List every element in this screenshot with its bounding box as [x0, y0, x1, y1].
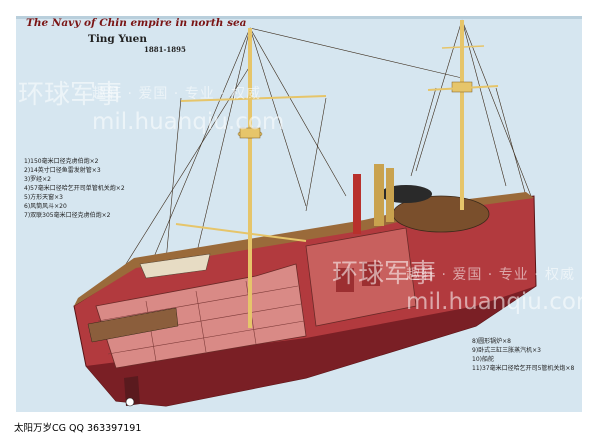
- legend-item: 3)罗经×2: [24, 176, 52, 183]
- funnel: [386, 168, 394, 222]
- watermark-logo: 环球军事: [18, 80, 123, 110]
- aft-yard: [180, 95, 327, 102]
- legend-item: 11)37毫米口径哈乞开司5管机关炮×8: [472, 365, 575, 372]
- lifeboat: [139, 253, 211, 279]
- watermark-logo: 环球军事: [332, 259, 437, 289]
- fore-mast: [460, 20, 464, 210]
- engine-room: [305, 227, 417, 327]
- legend-item: 9)卧式三缸三胀蒸汽机×3: [472, 347, 542, 354]
- watermark-slogan: 趣轩 · 爱国 · 专业 · 权威: [406, 267, 576, 283]
- aft-mast: [248, 28, 252, 328]
- legend-item: 2)14英寸口径鱼雷发射管×3: [24, 167, 101, 174]
- boiler: [336, 268, 354, 292]
- legend-item: 10)船舵: [472, 356, 494, 363]
- legend-item: 7)双联305毫米口径克虏伯炮×2: [24, 212, 111, 219]
- boiler: [362, 262, 380, 286]
- legend-item: 5)方形天窗×3: [24, 194, 64, 201]
- ship-cutaway-illustration: [73, 19, 537, 407]
- artist-credit: 太阳万岁CG QQ 363397191: [14, 423, 142, 434]
- legend-right: 8)圆形锅炉×8 9)卧式三缸三胀蒸汽机×3 10)船舵 11)37毫米口径哈乞…: [472, 337, 574, 373]
- legend-item: 1)150毫米口径克虏伯炮×2: [24, 158, 99, 165]
- service-years: 1881-1895: [144, 45, 186, 54]
- watermark-url: mil.huanqiu.com: [92, 109, 285, 135]
- watermark-url: mil.huanqiu.com: [406, 289, 592, 315]
- legend-left: 1)150毫米口径克虏伯炮×2 2)14英寸口径鱼雷发射管×3 3)罗经×2 4…: [24, 157, 125, 220]
- funnel: [374, 164, 384, 226]
- poster-frame: The Navy of Chin empire in north sea Tin…: [6, 6, 592, 412]
- poster-title: The Navy of Chin empire in north sea: [26, 17, 247, 29]
- hull-lower: [86, 286, 536, 406]
- watermark-slogan: 趣轩 · 爱国 · 专业 · 权威: [92, 86, 262, 102]
- legend-item: 6)风筒风斗×20: [24, 203, 67, 210]
- fore-yard: [427, 85, 499, 91]
- fore-yard: [441, 45, 485, 49]
- main-deck: [74, 192, 534, 306]
- callout-rudder: [125, 397, 135, 407]
- legend-item: 8)圆形锅炉×8: [472, 338, 512, 345]
- cutaway-section: [95, 263, 307, 369]
- aft-fighting-top-body: [239, 127, 261, 139]
- funnel: [353, 174, 361, 234]
- ship-name: Ting Yuen: [88, 33, 147, 45]
- stern-superstructure: [87, 307, 179, 343]
- legend-item: 4)57毫米口径哈乞开司单管机关炮×2: [24, 185, 125, 192]
- rigging: [105, 19, 532, 297]
- aft-yard: [175, 223, 307, 242]
